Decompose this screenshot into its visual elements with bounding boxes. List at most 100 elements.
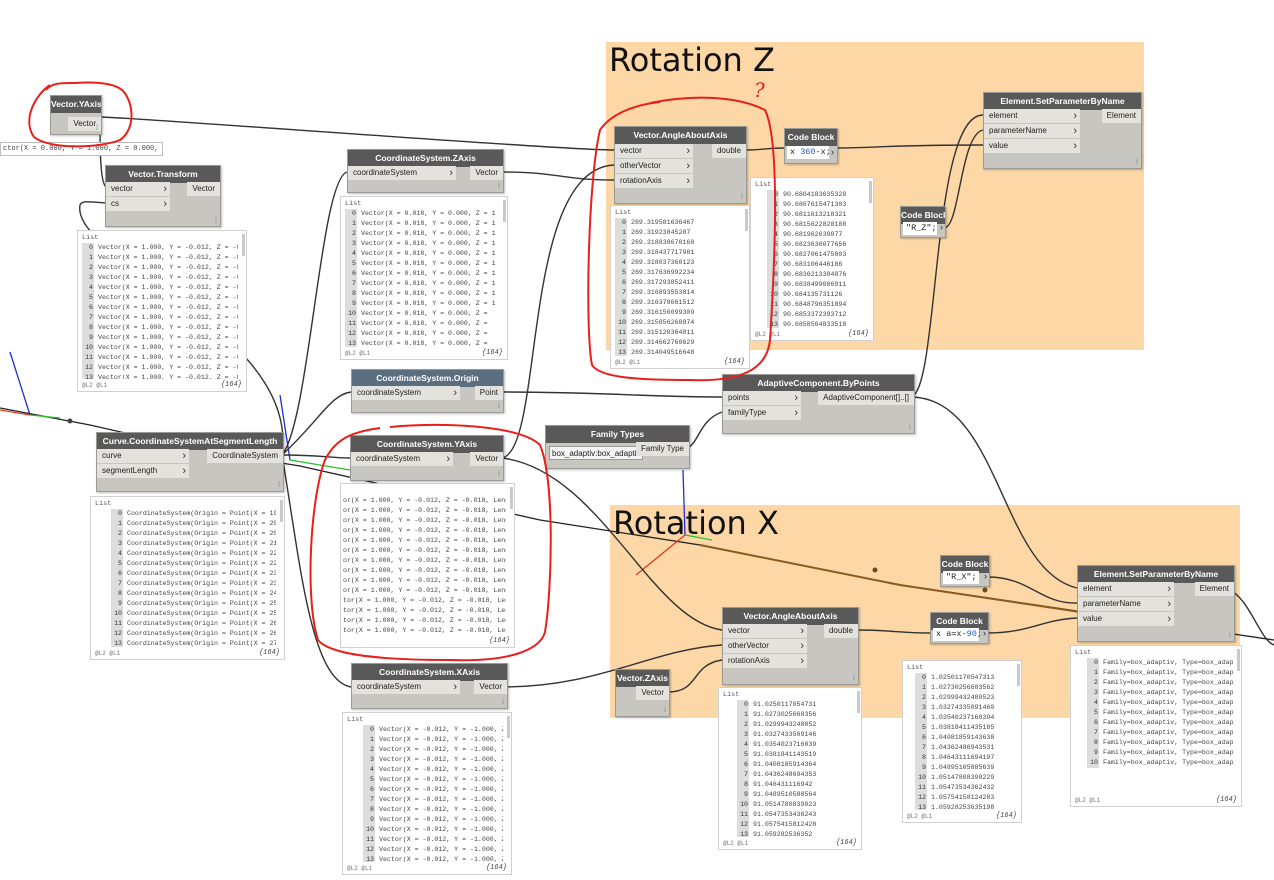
input-port-parameter-name[interactable]: parameterName (984, 124, 1080, 138)
resize-grip-icon[interactable]: ⁞ (1136, 159, 1138, 166)
output-port-vector[interactable]: Vector (474, 680, 507, 694)
input-port-other-vector[interactable]: otherVector (615, 159, 693, 173)
resize-grip-icon[interactable]: ⁞ (909, 424, 911, 431)
preview-scrollbar[interactable] (745, 209, 748, 231)
input-port-coordinate-system[interactable]: coordinateSystem (348, 166, 456, 180)
preview-scrollbar[interactable] (507, 716, 510, 738)
input-port-rotation-axis[interactable]: rotationAxis (723, 654, 807, 668)
output-port-coordinate-system[interactable]: CoordinateSystem (207, 449, 283, 463)
preview-scrollbar[interactable] (510, 487, 513, 509)
resize-grip-icon[interactable]: ⁞ (1229, 632, 1231, 639)
input-port-other-vector[interactable]: otherVector (723, 639, 807, 653)
input-port-parameter-name[interactable]: parameterName (1078, 597, 1174, 611)
output-port-adaptive-component[interactable]: AdaptiveComponent[]..[] (818, 391, 914, 405)
resize-grip-icon[interactable]: ⁞ (664, 707, 666, 714)
output-port-arrow-icon[interactable]: › (983, 628, 986, 638)
preview-row-value: Vector(X = 1.000, Y = -0.012, Z = -0.0 (98, 324, 238, 331)
input-port-curve[interactable]: curve (97, 449, 189, 463)
input-port-family-type[interactable]: familyType (723, 406, 801, 420)
node-adaptive-component-by-points[interactable]: AdaptiveComponent.ByPoints points family… (722, 374, 915, 434)
input-port-vector[interactable]: vector (723, 624, 807, 638)
output-port-vector[interactable]: Vector (470, 452, 503, 466)
node-cs-yaxis[interactable]: CoordinateSystem.YAxis coordinateSystem … (350, 435, 504, 481)
input-port-vector[interactable]: vector (106, 182, 170, 196)
resize-grip-icon[interactable]: ⁞ (853, 675, 855, 682)
output-port-arrow-icon[interactable]: › (940, 222, 943, 232)
resize-grip-icon[interactable]: ⁞ (741, 194, 743, 201)
preview-scrollbar[interactable] (857, 691, 860, 713)
input-port-value[interactable]: value (984, 139, 1080, 153)
input-port-rotation-axis[interactable]: rotationAxis (615, 174, 693, 188)
preview-row-index: 0 (82, 243, 94, 253)
preview-scrollbar[interactable] (1237, 649, 1240, 671)
preview-scrollbar[interactable] (869, 181, 872, 203)
input-port-value[interactable]: value (1078, 612, 1174, 626)
input-port-vector[interactable]: vector (615, 144, 693, 158)
input-port-coordinate-system[interactable]: coordinateSystem (352, 680, 460, 694)
node-vector-transform[interactable]: Vector.Transform vector cs Vector ⁞ (105, 165, 221, 227)
node-cs-origin[interactable]: CoordinateSystem.Origin coordinateSystem… (351, 369, 504, 413)
code-block-editor[interactable]: "R_X"; (943, 571, 979, 584)
output-port-vector[interactable]: Vector (187, 182, 220, 196)
output-port-vector[interactable]: Vector (636, 686, 669, 700)
node-vector-yaxis[interactable]: Vector.YAxis Vector ⁞ (50, 95, 102, 135)
preview-scrollbar[interactable] (242, 234, 245, 256)
node-code-block-r-x[interactable]: Code Block "R_X"; › (940, 555, 990, 587)
output-port-element[interactable]: Element (1194, 582, 1234, 596)
preview-row-index: 2 (1087, 678, 1099, 688)
node-vector-zaxis[interactable]: Vector.ZAxis Vector ⁞ (615, 669, 670, 717)
output-port-arrow-icon[interactable]: › (831, 147, 834, 157)
input-port-element[interactable]: element (1078, 582, 1174, 596)
preview-scrollbar[interactable] (280, 500, 283, 522)
output-port-double[interactable]: double (711, 144, 746, 158)
resize-grip-icon[interactable]: ⁞ (278, 482, 280, 489)
code-block-editor[interactable]: x 360-x; (787, 146, 831, 159)
node-code-block-a-eq-x-minus-90[interactable]: Code Block x a=x-90; › (930, 612, 989, 644)
resize-grip-icon[interactable]: ⁞ (502, 699, 504, 706)
code-block-editor[interactable]: x a=x-90; (933, 628, 982, 641)
input-port-points[interactable]: points (723, 391, 801, 405)
preview-scrollbar[interactable] (1017, 664, 1020, 686)
output-port-double[interactable]: double (823, 624, 858, 638)
node-cs-xaxis[interactable]: CoordinateSystem.XAxis coordinateSystem … (351, 663, 508, 709)
output-port-vector[interactable]: Vector (470, 166, 503, 180)
output-port-element[interactable]: Element (1101, 109, 1141, 123)
input-port-coordinate-system[interactable]: coordinateSystem (351, 452, 453, 466)
output-port-family-type[interactable]: Family Type (636, 442, 689, 456)
input-port-element[interactable]: element (984, 109, 1080, 123)
node-angle-about-axis-z[interactable]: Vector.AngleAboutAxis vector otherVector… (614, 126, 747, 204)
node-set-parameter-x[interactable]: Element.SetParameterByName element param… (1077, 565, 1235, 642)
resize-grip-icon[interactable]: ⁞ (215, 217, 217, 224)
input-port-cs[interactable]: cs (106, 197, 170, 211)
node-code-block-r-z[interactable]: Code Block "R_Z"; › (900, 206, 946, 238)
preview-cs-yaxis[interactable]: or(X = 1.000, Y = -0.012, Z = -0.018, Le… (340, 483, 515, 648)
resize-grip-icon[interactable]: ⁞ (96, 125, 98, 132)
output-port-arrow-icon[interactable]: › (984, 571, 987, 581)
node-set-parameter-z[interactable]: Element.SetParameterByName element param… (983, 92, 1142, 169)
code-block-editor[interactable]: "R_Z"; (903, 222, 937, 235)
input-port-coordinate-system[interactable]: coordinateSystem (352, 386, 460, 400)
resize-grip-icon[interactable]: ⁞ (498, 183, 500, 190)
node-cs-zaxis[interactable]: CoordinateSystem.ZAxis coordinateSystem … (347, 149, 504, 193)
input-port-segment-length[interactable]: segmentLength (97, 464, 189, 478)
resize-grip-icon[interactable]: ⁞ (498, 403, 500, 410)
node-code-block-360-minus-x[interactable]: Code Block x 360-x; › (784, 128, 838, 164)
node-family-types[interactable]: Family Types box_adaptiv:box_adaptiv ⌄ F… (545, 425, 690, 469)
output-port-point[interactable]: Point (474, 386, 503, 400)
preview-scrollbar[interactable] (503, 200, 506, 222)
preview-row-value: tor(X = 1.000, Y = -0.012, Z = -0.018, L… (343, 597, 506, 604)
family-type-dropdown[interactable]: box_adaptiv:box_adaptiv (549, 446, 643, 460)
node-angle-about-axis-x[interactable]: Vector.AngleAboutAxis vector otherVector… (722, 607, 859, 685)
node-curve-cs-at-segment-length[interactable]: Curve.CoordinateSystemAtSegmentLength cu… (96, 432, 284, 492)
resize-grip-icon[interactable]: ⁞ (498, 471, 500, 478)
